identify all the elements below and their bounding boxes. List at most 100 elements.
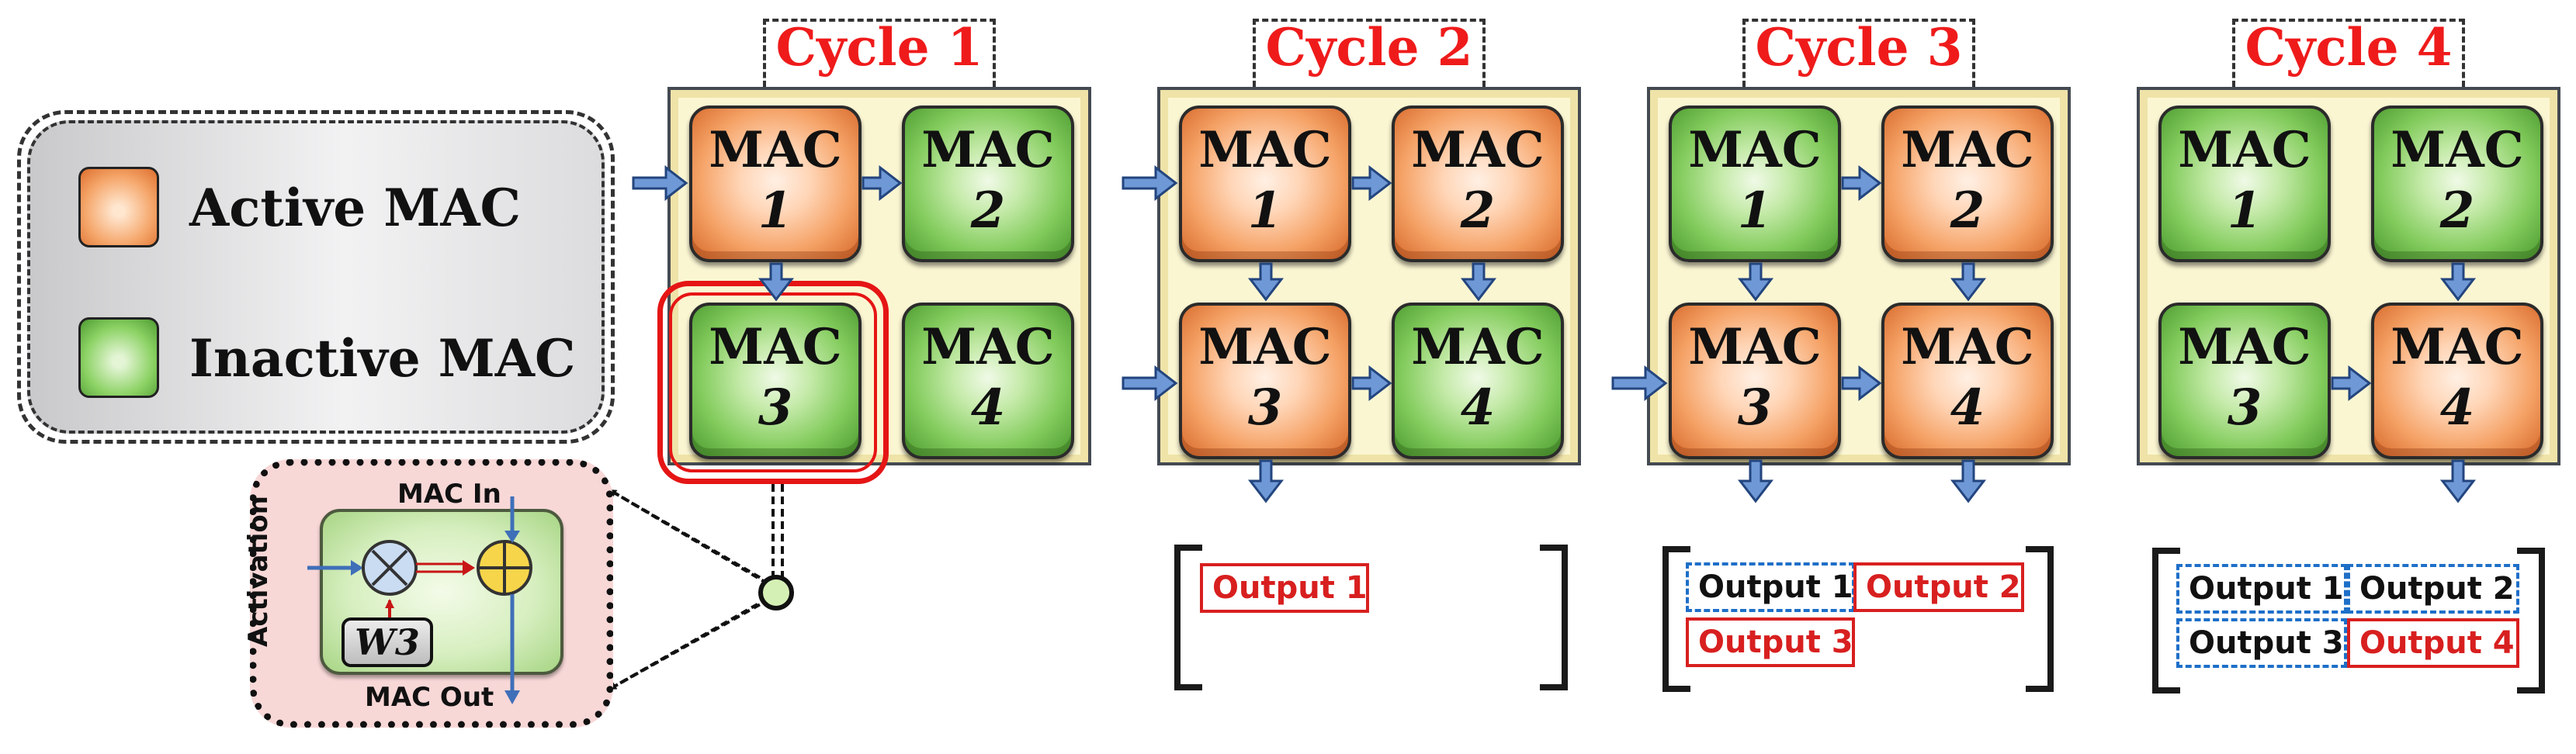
- mac-word: MAC: [2178, 121, 2311, 179]
- cycle-4-tab: [2232, 19, 2465, 87]
- mac-number: 3: [1247, 379, 1283, 437]
- cycle-3-row2-input-arrow: [1611, 365, 1668, 402]
- mac-out-label: MAC Out: [365, 682, 494, 713]
- cycle-3-label: Cycle 3: [1755, 17, 1963, 78]
- mac-number: 2: [1460, 182, 1496, 240]
- cycle-4-mac2-to-mac4-arrow: [2439, 262, 2477, 302]
- mac-number: 3: [2227, 379, 2262, 437]
- cycle-2-output-bracket-right: [1540, 545, 1568, 690]
- cycle-3-output-bracket-right: [2026, 546, 2054, 692]
- mac-word: MAC: [2178, 318, 2311, 376]
- cycle-2-output-1: Output 1: [1200, 563, 1369, 613]
- mac-number: 4: [1460, 379, 1496, 437]
- mac-word: MAC: [1198, 318, 1332, 376]
- cycle-3-output-arrow-1: [1737, 459, 1774, 503]
- legend-inactive-label: Inactive MAC: [189, 328, 576, 389]
- cycle-3-output-arrow-2: [1950, 459, 1987, 503]
- legend-inactive-swatch: [78, 317, 159, 398]
- cycle-4-output-2: Output 2: [2347, 564, 2519, 614]
- mac-number: 2: [2439, 182, 2475, 240]
- cycle-2-output-bracket-left: [1174, 545, 1202, 690]
- mac-word: MAC: [709, 121, 842, 179]
- cycle-1-mac1-to-mac2-arrow: [862, 164, 903, 202]
- cycle-1-input-arrow: [632, 164, 688, 202]
- cycle-2-mac1-to-mac2-arrow: [1351, 164, 1392, 202]
- mac-number: 2: [1950, 182, 1985, 240]
- cycle-1-label: Cycle 1: [775, 17, 983, 78]
- mac-word: MAC: [1688, 121, 1822, 179]
- cycle-3-mac2-to-mac4-arrow: [1950, 262, 1987, 302]
- cycle-3-output-2: Output 2: [1853, 562, 2024, 612]
- activation-label: Activation: [243, 496, 274, 647]
- cycle-1-mac1-to-mac3-arrow: [758, 262, 795, 302]
- mac-in-label: MAC In: [397, 479, 501, 510]
- cycle-4-label: Cycle 4: [2245, 17, 2453, 78]
- cycle-2-output-arrow: [1247, 459, 1285, 503]
- cycle-3-mac3-to-mac4-arrow: [1841, 365, 1882, 402]
- mac-word: MAC: [921, 318, 1055, 376]
- cycle-2-tab: [1253, 19, 1486, 87]
- legend-box: Active MAC Inactive MAC: [27, 120, 605, 434]
- cycle-2-label: Cycle 2: [1265, 17, 1473, 78]
- mac-word: MAC: [1411, 318, 1545, 376]
- cycle-4-mac3-to-mac4-arrow: [2331, 365, 2372, 402]
- mac-word: MAC: [1411, 121, 1545, 179]
- cycle-3-output-bracket-left: [1662, 546, 1690, 692]
- mac-word: MAC: [2391, 318, 2524, 376]
- cycle-4-output-arrow: [2439, 459, 2477, 503]
- weight-register: W3: [342, 617, 433, 667]
- mac-word: MAC: [1688, 318, 1822, 376]
- mac-number: 4: [2439, 379, 2475, 437]
- cycle-4-output-1: Output 1: [2176, 564, 2347, 614]
- cycle-3-output-1: Output 1: [1686, 562, 1855, 612]
- cycle-2-mac1-to-mac3-arrow: [1247, 262, 1285, 302]
- cycle-2-mac3-to-mac4-arrow: [1351, 365, 1392, 402]
- cycle-1-tab: [763, 19, 996, 87]
- mac-word: MAC: [1901, 121, 2034, 179]
- mac-word: MAC: [2391, 121, 2524, 179]
- mac-number: 3: [1737, 379, 1773, 437]
- cycle-4-output-bracket-left: [2152, 548, 2180, 693]
- mac-number: 1: [1737, 182, 1773, 240]
- mac-word: MAC: [1901, 318, 2034, 376]
- legend: Active MAC Inactive MAC: [17, 110, 615, 444]
- cycle-4-output-4: Output 4: [2347, 618, 2519, 668]
- legend-active-label: Active MAC: [189, 178, 522, 238]
- mac-word: MAC: [921, 121, 1055, 179]
- cycle-2-mac2-to-mac4-arrow: [1460, 262, 1497, 302]
- cycle-4-output-3: Output 3: [2176, 618, 2347, 668]
- cycle-3-output-3: Output 3: [1686, 617, 1855, 667]
- mac-number: 3: [758, 379, 793, 437]
- mac-word: MAC: [709, 318, 842, 376]
- mac-number: 4: [970, 379, 1006, 437]
- cycle-2-row1-input-arrow: [1122, 164, 1178, 202]
- mac-number: 2: [970, 182, 1006, 240]
- cycle-3-tab: [1742, 19, 1975, 87]
- zoom-connector: [608, 484, 794, 690]
- cycle-2-row2-input-arrow: [1122, 365, 1178, 402]
- cycle-3-mac1-to-mac3-arrow: [1737, 262, 1774, 302]
- cycle-3-mac1-to-mac2-arrow: [1841, 164, 1882, 202]
- mac-number: 1: [2227, 182, 2262, 240]
- mac-word: MAC: [1198, 121, 1332, 179]
- dataflow-arrows: [632, 164, 2477, 503]
- cycle-4-output-bracket-right: [2517, 548, 2545, 693]
